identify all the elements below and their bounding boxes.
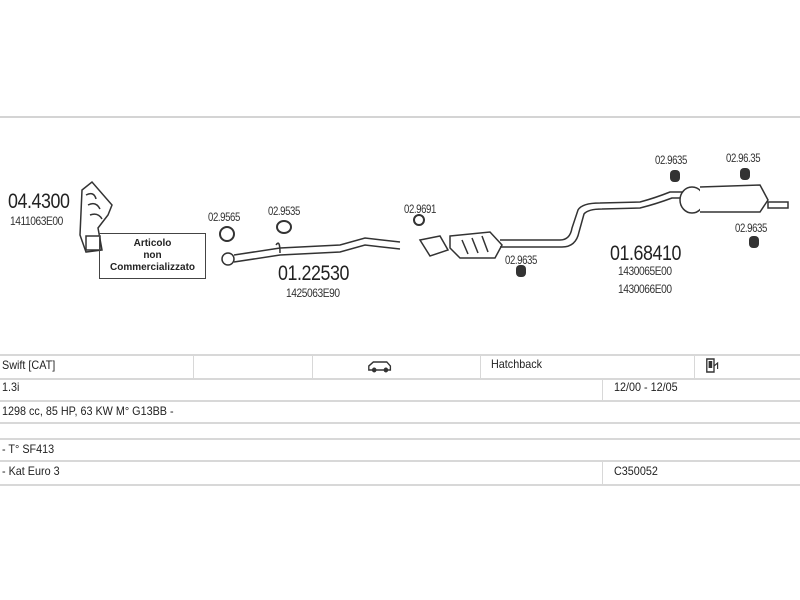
middle-rear-drawing — [418, 184, 789, 259]
oem-code: 1430065E00 — [618, 264, 672, 278]
vehicle-row-emission: - Kat Euro 3 C350052 — [0, 462, 800, 486]
small-part-code[interactable]: 02.9635 — [655, 153, 687, 167]
model-name: Swift [CAT] — [2, 358, 56, 372]
body-type: Hatchback — [491, 357, 543, 371]
exhaust-diagram — [79, 168, 789, 277]
oem-code: 1430066E00 — [618, 282, 672, 296]
vehicle-row-empty — [0, 424, 800, 440]
gasket-drawings — [219, 214, 425, 242]
vehicle-row-type: - T° SF413 — [0, 440, 800, 462]
emission-standard: - Kat Euro 3 — [2, 464, 60, 478]
oem-code: 1425063E90 — [286, 286, 340, 300]
production-years: 12/00 - 12/05 — [614, 380, 678, 394]
vehicle-row-specs: 1298 cc, 85 HP, 63 KW M° G13BB - — [0, 402, 800, 424]
small-part-code[interactable]: 02.9635 — [735, 221, 767, 235]
small-part-code[interactable]: 02.96.35 — [726, 151, 761, 165]
engine-specs: 1298 cc, 85 HP, 63 KW M° G13BB - — [2, 404, 174, 418]
rubber-hanger-drawings — [516, 168, 759, 277]
small-part-code[interactable]: 02.9535 — [268, 204, 300, 218]
small-part-code[interactable]: 02.9691 — [404, 202, 436, 216]
vehicle-row-engine: 1.3i 12/00 - 12/05 — [0, 378, 800, 402]
fuel-pump-icon — [705, 358, 719, 377]
engine: 1.3i — [2, 380, 20, 394]
not-available-note: Articolo non Commercializzato — [99, 233, 206, 279]
part-code-rear-section[interactable]: 01.68410 — [610, 242, 682, 265]
manifold-catalyst-drawing — [79, 180, 113, 253]
vehicle-row-model: Swift [CAT] Hatchback — [0, 354, 800, 380]
note-line: Commercializzato — [109, 262, 196, 273]
car-icon — [367, 359, 392, 376]
part-code-front-pipe[interactable]: 01.22530 — [278, 262, 350, 285]
note-line: Articolo — [133, 238, 172, 249]
oem-code: 1411063E00 — [10, 214, 63, 228]
front-pipe-drawing — [221, 237, 401, 266]
small-part-code[interactable]: 02.9565 — [208, 210, 240, 224]
reference-code: C350052 — [614, 464, 658, 478]
vehicle-type: - T° SF413 — [2, 442, 55, 456]
top-divider — [0, 116, 800, 118]
note-line: non — [143, 250, 162, 261]
small-part-code[interactable]: 02.9635 — [505, 253, 537, 267]
part-code-manifold[interactable]: 04.4300 — [8, 190, 70, 213]
